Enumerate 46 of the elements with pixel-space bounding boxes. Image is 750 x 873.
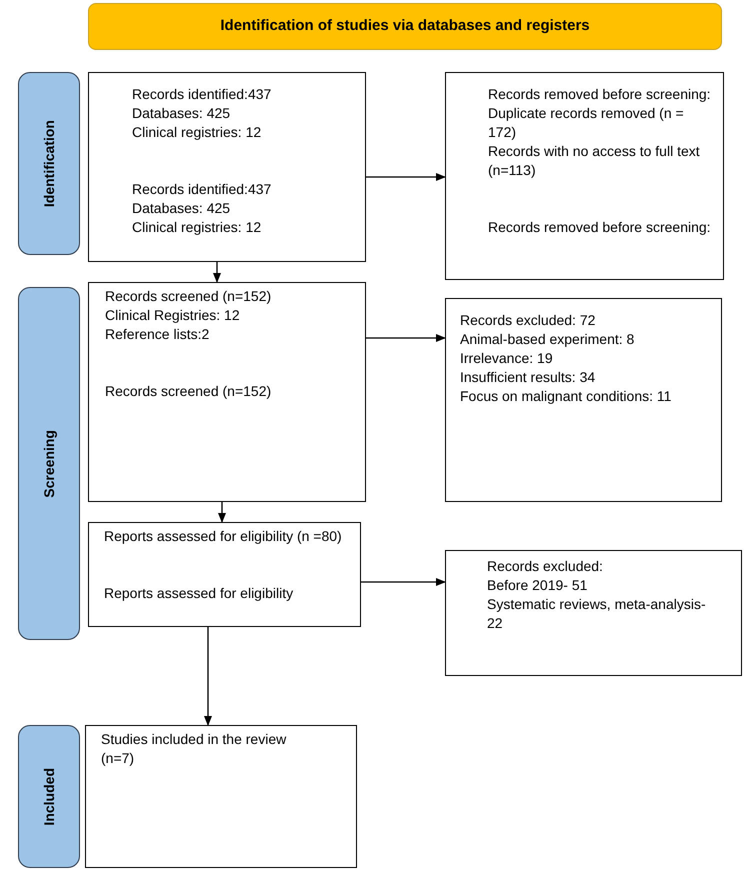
arrow (366, 173, 446, 181)
box-text: Systematic reviews, meta-analysis- 22 (487, 595, 707, 633)
process-box (445, 550, 742, 676)
box-text: Animal-based experiment: 8 (460, 330, 636, 349)
arrow (213, 262, 221, 283)
box-text: Reports assessed for eligibility (n =80) (104, 527, 343, 546)
phase-label: Screening (40, 430, 58, 498)
phase-label-box (18, 72, 80, 255)
box-text: Records screened (n=152) (105, 287, 272, 306)
phase-label: Identification (40, 120, 58, 208)
arrow (366, 334, 446, 342)
process-box (88, 522, 361, 627)
box-text: Clinical Registries: 12 (105, 306, 241, 325)
box-text: Records identified:437 (132, 85, 272, 104)
box-text: Records removed before screening: (488, 218, 712, 237)
box-text: Reference lists:2 (105, 325, 210, 344)
phase-label: Included (40, 768, 58, 826)
box-text: Before 2019- 51 (487, 576, 588, 595)
box-text: Records with no access to full text (n=113) (488, 142, 701, 180)
stage-banner (88, 3, 722, 50)
phase-label-box (18, 725, 80, 868)
box-text: Irrelevance: 19 (460, 349, 554, 368)
process-box (445, 298, 722, 502)
box-text: Records removed before screening: (488, 85, 712, 104)
process-box (88, 72, 366, 262)
box-text: Studies included in the review (n=7) (101, 730, 288, 768)
arrow (361, 578, 446, 586)
box-text: Clinical registries: 12 (132, 218, 262, 237)
arrow (218, 502, 226, 523)
banner-title: Identification of studies via databases and registers (220, 16, 590, 36)
box-text: Records identified:437 (132, 180, 272, 199)
box-text: Databases: 425 (132, 199, 232, 218)
box-text: Duplicate records removed (n = 172) (488, 104, 685, 142)
box-text: Focus on malignant conditions: 11 (460, 387, 672, 406)
box-text: Records excluded: 72 (460, 311, 596, 330)
process-box (85, 725, 357, 868)
box-text: Reports assessed for eligibility (104, 584, 294, 603)
process-box (445, 72, 724, 280)
box-text: Records screened (n=152) (105, 382, 272, 401)
box-text: Records excluded: (487, 557, 604, 576)
phase-label-box (18, 287, 80, 640)
arrow (204, 627, 212, 726)
box-text: Clinical registries: 12 (132, 123, 262, 142)
box-text: Insufficient results: 34 (460, 368, 596, 387)
process-box (88, 282, 366, 502)
box-text: Databases: 425 (132, 104, 232, 123)
